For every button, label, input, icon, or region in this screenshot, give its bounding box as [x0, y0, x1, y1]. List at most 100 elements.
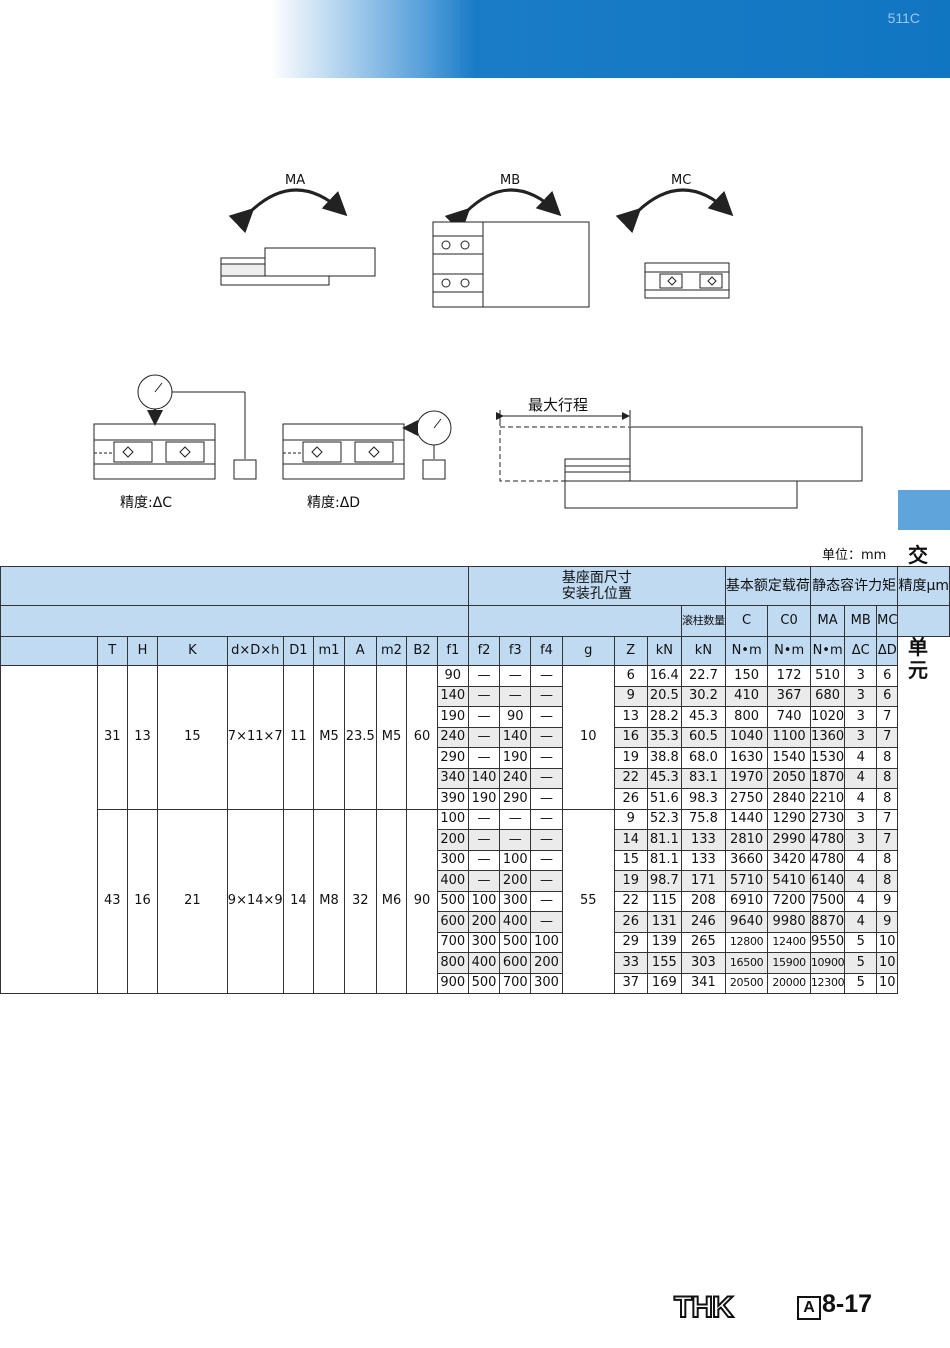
table-cell: 8	[876, 849, 899, 871]
table-cell: 16500	[724, 952, 769, 974]
table-cell: 800	[436, 952, 469, 974]
table-cell: 23.5	[343, 665, 377, 810]
unit-label: 单位：mm	[822, 548, 887, 563]
table-cell: —	[499, 829, 532, 851]
column-header: d×D×h	[226, 636, 284, 666]
table-cell: M6	[375, 808, 408, 994]
table-cell: 6140	[809, 870, 846, 892]
table-cell: 9	[876, 890, 899, 912]
table-cell: 16	[126, 808, 159, 994]
table-cell: 500	[436, 890, 469, 912]
table-cell: 133	[681, 849, 726, 871]
table-cell: —	[467, 685, 501, 707]
table-cell: 200	[436, 829, 469, 851]
column-header: ΔC	[844, 636, 878, 666]
table-cell: 13	[613, 706, 648, 728]
header-c: C	[724, 605, 769, 637]
table-cell: 390	[436, 788, 469, 810]
table-cell: 8	[876, 870, 899, 892]
table-cell: 19	[613, 747, 648, 769]
table-cell: 90	[499, 706, 532, 728]
table-cell: 14	[282, 808, 315, 994]
column-header: D1	[282, 636, 315, 666]
table-cell: —	[530, 706, 563, 728]
table-cell: 240	[499, 767, 532, 789]
table-cell: 200	[530, 952, 563, 974]
table-cell: 510	[809, 665, 846, 687]
table-cell: 300	[499, 890, 532, 912]
table-cell: 12800	[724, 931, 769, 953]
table-cell: 303	[681, 952, 726, 974]
header-blank	[467, 605, 683, 637]
table-cell: 51.6	[646, 788, 683, 810]
table-cell: 1040	[724, 726, 769, 748]
table-cell: —	[530, 788, 563, 810]
column-header: A	[343, 636, 377, 666]
table-cell: 15	[613, 849, 648, 871]
table-cell: 100	[530, 931, 563, 953]
table-cell: 200	[499, 870, 532, 892]
table-cell: 7200	[767, 890, 811, 912]
thk-logo: THK	[673, 1290, 735, 1325]
table-cell: 131	[646, 911, 683, 933]
table-cell: 1630	[724, 747, 769, 769]
table-cell: 81.1	[646, 849, 683, 871]
table-cell: 90	[406, 808, 438, 994]
table-cell: 45.3	[646, 767, 683, 789]
table-cell: 52.3	[646, 808, 683, 830]
table-cell: 680	[809, 685, 846, 707]
table-cell: M5	[313, 665, 345, 810]
table-cell: 7	[876, 808, 899, 830]
table-cell: —	[467, 808, 501, 830]
table-cell: 1360	[809, 726, 846, 748]
table-cell: 16	[613, 726, 648, 748]
mb-block	[432, 221, 590, 308]
table-cell: 1290	[767, 808, 811, 830]
table-cell: 290	[499, 788, 532, 810]
table-cell: 81.1	[646, 829, 683, 851]
table-cell: 26	[613, 788, 648, 810]
table-cell: 30.2	[681, 685, 726, 707]
table-cell: 4	[844, 911, 878, 933]
precision-d-figure	[282, 410, 452, 480]
column-header: f4	[530, 636, 563, 666]
column-header: N•m	[809, 636, 846, 666]
table-cell: 9×14×9	[226, 808, 284, 994]
header-load-group: 基本额定载荷	[724, 566, 811, 606]
mc-label: MC	[671, 173, 691, 188]
table-cell: 29	[613, 931, 648, 953]
table-cell: 3	[844, 685, 878, 707]
table-cell: 740	[767, 706, 811, 728]
table-cell: 15900	[767, 952, 811, 974]
table-cell: 140	[436, 685, 469, 707]
table-cell: 2750	[724, 788, 769, 810]
header-roller-count: 滚柱数量	[681, 605, 726, 637]
table-cell: 3	[844, 808, 878, 830]
column-header: Z	[613, 636, 648, 666]
table-cell: 139	[646, 931, 683, 953]
section-tab[interactable]	[898, 490, 950, 530]
table-cell: 9980	[767, 911, 811, 933]
table-cell: M8	[313, 808, 345, 994]
table-cell: —	[530, 829, 563, 851]
table-cell: 410	[724, 685, 769, 707]
table-cell: 265	[681, 931, 726, 953]
page-number: 8-17	[822, 1290, 873, 1318]
header-row: 基座面尺寸 安装孔位置基本额定载荷静态容许力矩精度μm	[0, 566, 950, 606]
table-cell: 12400	[767, 931, 811, 953]
table-cell: 5710	[724, 870, 769, 892]
header-moment-group: 静态容许力矩	[809, 566, 899, 606]
table-cell: 6	[876, 685, 899, 707]
table-cell: —	[530, 870, 563, 892]
column-header: T	[96, 636, 128, 666]
table-cell: —	[530, 767, 563, 789]
model-blank	[0, 665, 98, 994]
section-badge: A	[797, 1296, 821, 1320]
table-cell: 10900	[809, 952, 846, 974]
section-title-char: 交	[908, 543, 928, 567]
table-cell: 2730	[809, 808, 846, 830]
